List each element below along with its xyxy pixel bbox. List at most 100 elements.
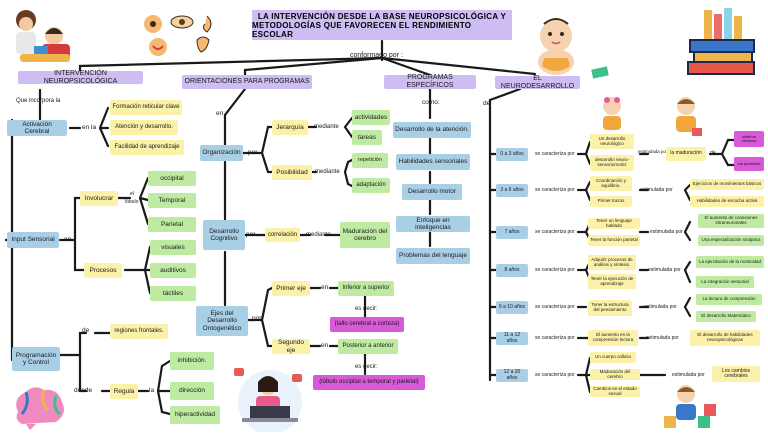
primer-eje-node: Primer eje (272, 281, 310, 296)
repeticion-node: repetición (352, 153, 388, 168)
trait-node: Tener la estructura del pensamiento (588, 300, 632, 316)
trait-node: Un cuerpo calloso (590, 352, 636, 363)
lobulo-label: lóbulo (125, 199, 139, 205)
involucrar-node: Involucrar (80, 191, 118, 206)
program-item-sensoriales: Habilidades sensoriales (396, 154, 470, 170)
estimulada-label: estimulada por (644, 304, 677, 310)
por-label: por (248, 149, 258, 156)
de-label: de (82, 327, 90, 334)
mediante2-label: mediante (315, 169, 340, 175)
es-decir2-label: es decir: (355, 364, 378, 370)
hiperactividad-node: hiperactividad (170, 406, 220, 424)
caracteriza-label: se caracteriza por (535, 335, 575, 341)
conformado-label: conformado por : (350, 52, 403, 59)
temporal-node: Temporal (148, 193, 196, 208)
brain-illustration (16, 387, 64, 430)
age-node: 8 años (496, 264, 528, 277)
organizacion-node: Organización (200, 145, 243, 161)
el-label: el (130, 191, 134, 197)
maduracion-node: Maduración del cerebro (340, 222, 390, 248)
stim-node: El desarrollo Matemático (696, 311, 756, 322)
program-item-motor: Desarrollo motor (402, 184, 462, 200)
estimulada-label: estimulada por (646, 335, 679, 341)
stim-node: La lectura de comprensión (696, 294, 762, 305)
donde-label: donde (74, 387, 93, 394)
toddler-icon (603, 97, 621, 130)
header-neurodesarrollo: EL NEURODESARROLLO (495, 75, 580, 90)
extra-node: sistema nervioso (734, 131, 764, 147)
page-title: LA INTERVENCIÓN DESDE LA BASE NEUROPSICO… (252, 10, 512, 40)
header-orientaciones: ORIENTACIONES PARA PROGRAMAS (182, 75, 312, 89)
actividades-node: actividades (352, 110, 390, 125)
stim-node: El desarrollo de habilidades neuropsicol… (690, 330, 760, 346)
es-decir1-label: es decir: (355, 306, 378, 312)
en1-label: en (321, 284, 329, 291)
trait-node: Maduración del cerebro (590, 369, 640, 380)
trait-node: Tener la ejecución de aprendizaje (588, 274, 636, 289)
age-node: 7 años (496, 226, 528, 239)
lobulo-occipital-node: (lóbulo occipital a temporal y parietal) (313, 375, 425, 390)
trait-node: Un desarrollo neurológico (590, 134, 634, 149)
en-la-label: en la (82, 124, 97, 131)
estimulada-label: estimulada por (650, 229, 683, 235)
la-label: la (149, 387, 155, 394)
visuales-node: visuales (150, 240, 196, 255)
stim-node: La integración sensorial (696, 276, 754, 288)
stim-node: Los cambios cerebrales (712, 366, 760, 382)
caracteriza-label: se caracteriza por (535, 151, 575, 157)
parietal-node: Parietal (148, 217, 196, 232)
tareas-node: tareas (352, 130, 382, 145)
segundo-eje-node: Segundo eje (272, 339, 310, 354)
procesos-node: Procesos (84, 263, 122, 278)
girl-at-laptop-illustration (234, 368, 302, 432)
trait-node: Adquirir procesos de análisis y síntesis… (588, 255, 636, 270)
estimulada-label: estimulada por (640, 187, 673, 193)
de-extra-label: de (710, 150, 716, 156)
sitting-child-icon (676, 97, 702, 136)
stim-node: Una especialización sináptica (698, 235, 764, 246)
por2-label: por (246, 231, 256, 238)
activacion-cerebral-node: Activación Cerebral (7, 120, 67, 136)
books-icon (687, 8, 755, 75)
adaptacion-node: adaptación (352, 178, 390, 193)
trait-node: Coordinación y equilibrio. (590, 176, 632, 191)
en-colon-label: en: (216, 110, 226, 117)
stim-node: Habilidades de escucha activa (690, 196, 764, 207)
program-item-inteligencias: Enfoque en inteligencias (396, 216, 470, 232)
jerarquia-node: Jerarquía (272, 120, 308, 135)
stim-node: la maduración (666, 147, 706, 161)
stim-node: Ejercicios de movimientos básicos (690, 179, 764, 190)
por3-label: por (252, 315, 262, 322)
trait-node: Primer trazos (590, 196, 632, 207)
age-node: 12 a 20 años (496, 369, 528, 382)
caracteriza-label: se caracteriza por (535, 372, 575, 378)
auditivos-node: auditivos (150, 263, 196, 278)
ejes-node: Ejes del Desarrollo Ontogenético (196, 306, 248, 336)
formacion-node: Formación reticular clave (110, 100, 182, 115)
header-intervencion: INTERVENCIÓN NEUROPSICOLÓGICA (18, 70, 143, 85)
input-sensorial-node: Input Sensorial (7, 232, 59, 248)
caracteriza-label: se caracteriza por (535, 229, 575, 235)
trait-node: Cambios en el estado sexual (590, 386, 640, 397)
inhibicion-node: inhibición. (170, 352, 214, 370)
trait-node: El aumento en la comprensión lectora (588, 330, 638, 346)
trait-node: desarrollo neuro-sensoriomotriz (590, 155, 634, 171)
tactiles-node: táctiles (150, 286, 196, 301)
extra-node: vía piramidal (734, 157, 764, 171)
caracteriza-label: se caracteriza por (535, 267, 575, 273)
children-reading-illustration (16, 10, 70, 62)
age-node: 9 a 10 años (496, 301, 528, 314)
que-incorpora-label: Que incorpora la (16, 98, 61, 104)
stim-node: El aumento de conexiones intraneuronales (698, 214, 764, 228)
baby-illustration (538, 18, 574, 75)
mediante3-label: mediante (306, 232, 331, 238)
header-especificos: PROGRAMAS ESPECÍFICOS (384, 74, 476, 89)
occipital-node: occipital (148, 171, 196, 186)
caracteriza-label: se caracteriza por (535, 304, 575, 310)
en-label: en (64, 236, 72, 243)
direccion-node: dirección (170, 382, 214, 400)
regiones-node: regiones frontales. (110, 324, 168, 339)
caracteriza-label: se caracteriza por (535, 187, 575, 193)
posibilidad-node: Posibilidad (272, 165, 312, 180)
